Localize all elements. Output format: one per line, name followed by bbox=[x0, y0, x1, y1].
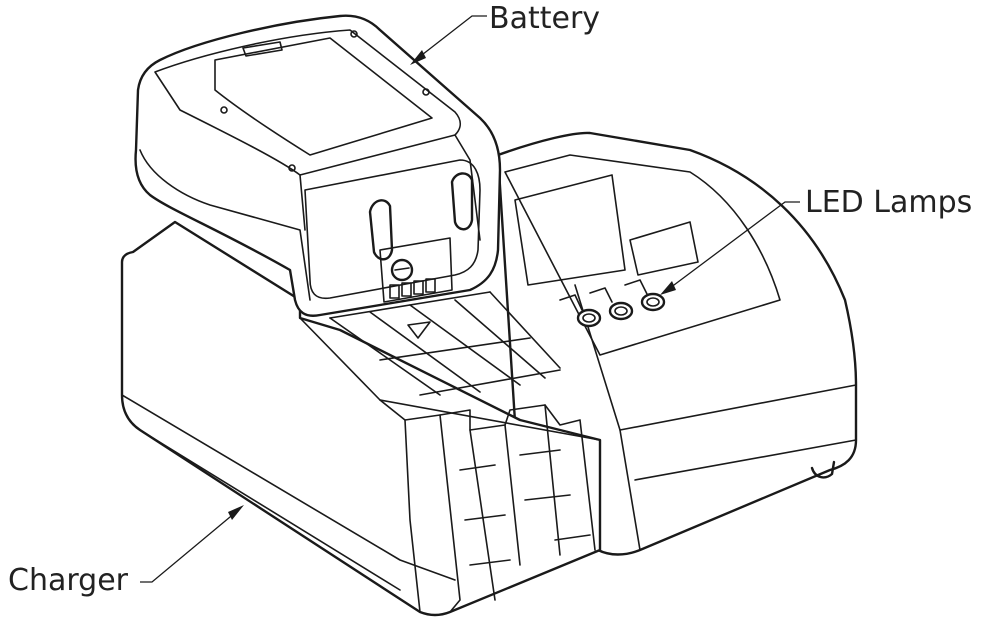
led-lamps-label: LED Lamps bbox=[805, 185, 973, 220]
led-lamp-2 bbox=[608, 301, 634, 321]
led-panel-outline bbox=[504, 154, 781, 356]
led-lamp-1 bbox=[576, 308, 602, 328]
led-panel bbox=[504, 154, 781, 356]
battery-top-face bbox=[154, 29, 462, 176]
charger-deck-edge bbox=[121, 394, 456, 591]
leader-battery bbox=[410, 15, 487, 65]
battery-label-plate bbox=[214, 37, 433, 156]
led-label-window-large bbox=[514, 174, 626, 286]
battery-label: Battery bbox=[489, 1, 601, 36]
rail-arrow-marker bbox=[407, 321, 431, 339]
charger-foot bbox=[810, 460, 836, 479]
leader-charger bbox=[140, 505, 244, 583]
led-lamp-3 bbox=[640, 292, 666, 312]
charger-vent-fins bbox=[404, 404, 596, 613]
battery-front-face bbox=[304, 159, 481, 300]
charger-slide-rails bbox=[329, 291, 561, 396]
battery-release-button-left bbox=[368, 199, 394, 261]
battery-body bbox=[134, 14, 502, 317]
led-label-window-small bbox=[629, 221, 699, 276]
leader-led-lamps bbox=[660, 201, 800, 295]
battery-pack bbox=[134, 14, 502, 317]
charger-label: Charger bbox=[8, 563, 128, 598]
led-lamps bbox=[576, 292, 666, 328]
charger-body bbox=[120, 131, 858, 617]
battery-terminals bbox=[389, 278, 436, 299]
battery-release-button-right bbox=[450, 172, 474, 231]
battery-indicator-button bbox=[390, 258, 414, 282]
